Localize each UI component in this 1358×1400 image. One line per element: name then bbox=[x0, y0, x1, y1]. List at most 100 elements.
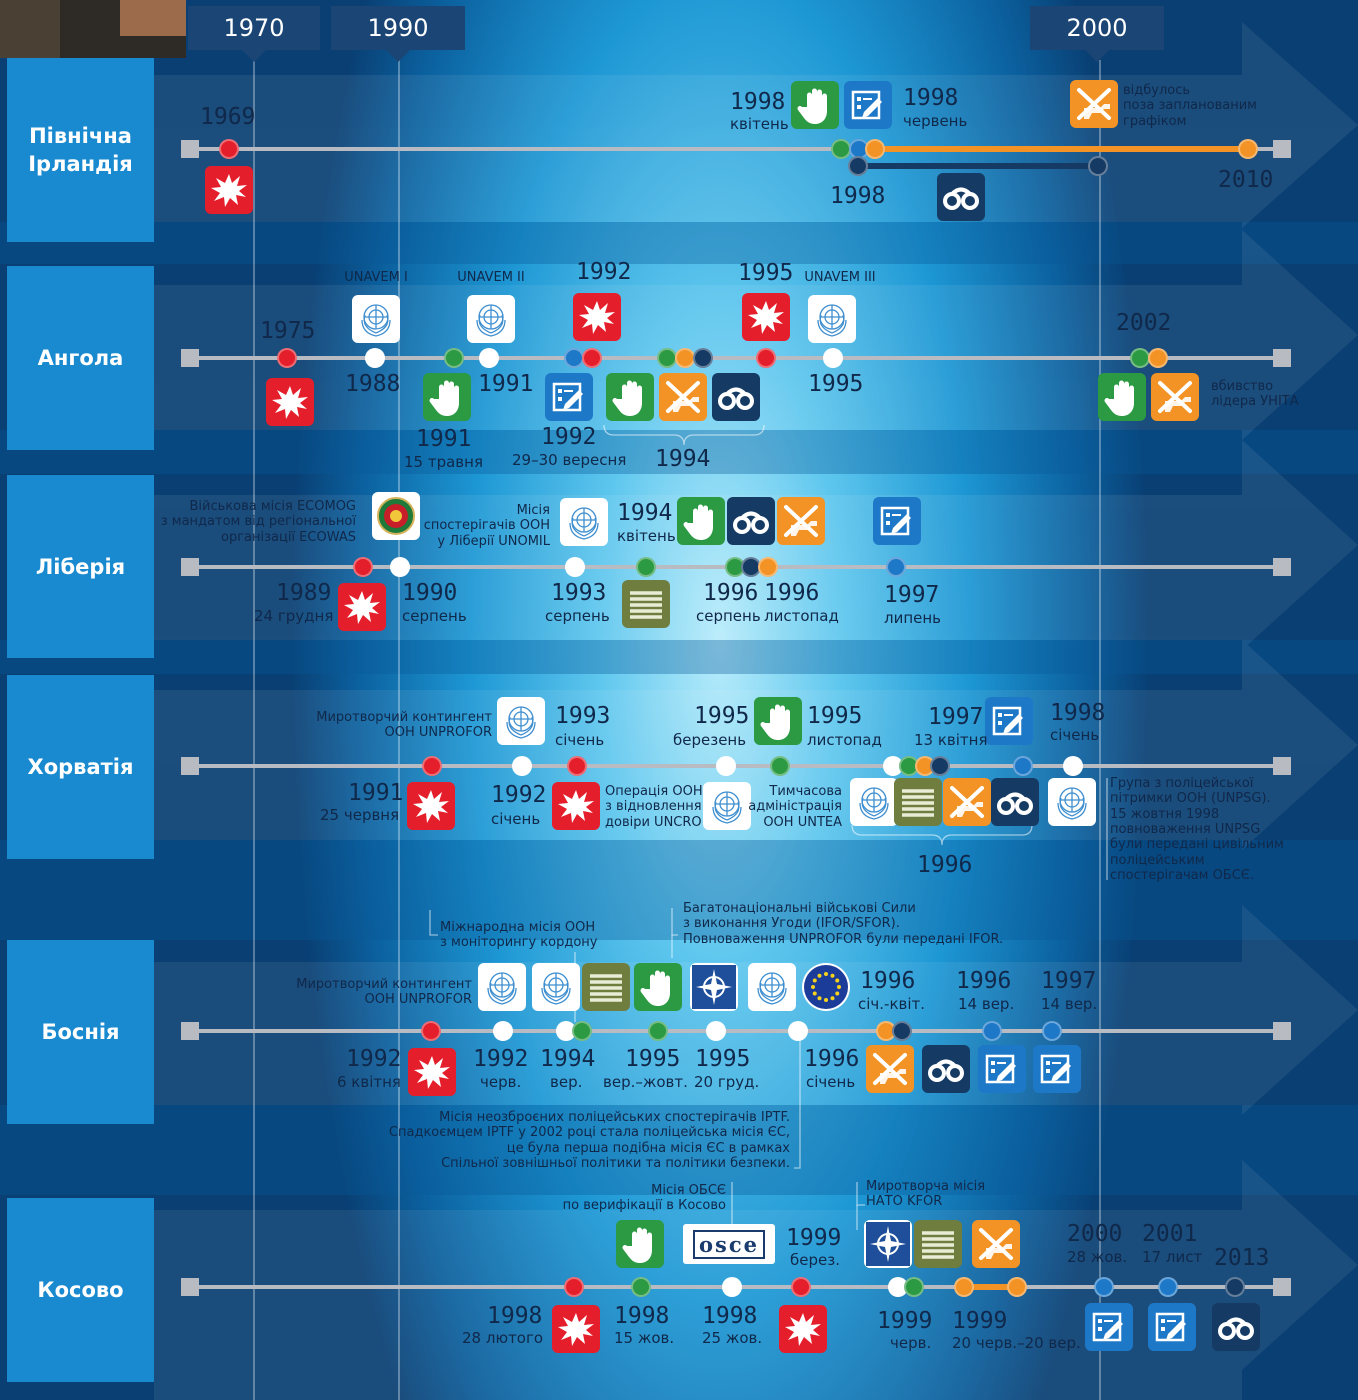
hand-icon bbox=[616, 1220, 664, 1268]
year-label: 1998 bbox=[614, 1303, 670, 1329]
event-dot bbox=[390, 557, 410, 577]
nato-emblem-icon bbox=[690, 963, 738, 1011]
timeline-start-cap bbox=[181, 1022, 199, 1040]
year-label: 1996 bbox=[804, 1046, 860, 1072]
signed-document-icon bbox=[985, 697, 1033, 745]
hand-icon bbox=[1098, 373, 1146, 421]
explosion-icon bbox=[573, 293, 621, 341]
year-label: 1992 bbox=[491, 782, 547, 808]
handcuffs-icon bbox=[991, 778, 1039, 826]
explosion-icon bbox=[205, 166, 253, 214]
timeline-start-cap bbox=[181, 558, 199, 576]
country-label-bosnia: Боснія bbox=[7, 940, 154, 1124]
date-label: січ.-квіт. bbox=[858, 995, 926, 1013]
osce-logo-text: osce bbox=[693, 1229, 765, 1259]
event-dot bbox=[572, 1021, 592, 1041]
hand-icon bbox=[634, 963, 682, 1011]
event-dot bbox=[512, 756, 532, 776]
year-label: 1996 bbox=[956, 968, 1012, 994]
date-label: 28 лютого bbox=[462, 1329, 544, 1347]
handcuffs-icon bbox=[727, 497, 775, 545]
timeline-year: 1970 bbox=[223, 14, 285, 42]
year-label: 2013 bbox=[1214, 1245, 1270, 1271]
year-label: 1995 bbox=[808, 371, 864, 397]
explosion-icon bbox=[779, 1305, 827, 1353]
event-dot bbox=[277, 348, 297, 368]
event-dot bbox=[954, 1277, 974, 1297]
hand-icon bbox=[791, 81, 839, 129]
handcuffs-icon bbox=[712, 373, 760, 421]
date-label: 29–30 вересня bbox=[512, 451, 627, 469]
hand-icon bbox=[606, 373, 654, 421]
date-label: серпень bbox=[696, 607, 761, 625]
date-label: 15 травня bbox=[404, 453, 483, 471]
period-bar bbox=[964, 1284, 1017, 1290]
event-dot bbox=[444, 348, 464, 368]
year-label: 1993 bbox=[555, 703, 611, 729]
event-dot bbox=[1148, 348, 1168, 368]
year-label: 1997 bbox=[884, 582, 940, 608]
crossed-rifle-icon bbox=[777, 497, 825, 545]
year-label: 1999 bbox=[952, 1308, 1008, 1334]
year-label: 1997 bbox=[928, 704, 984, 730]
year-label: 1999 bbox=[786, 1225, 842, 1251]
year-label: 1995 bbox=[695, 1046, 751, 1072]
event-dot bbox=[706, 1021, 726, 1041]
date-label: 28 жов. bbox=[1067, 1248, 1128, 1266]
event-dot bbox=[353, 557, 373, 577]
date-label: червень bbox=[903, 112, 968, 130]
year-label: 1996 bbox=[917, 852, 973, 878]
year-label: 1995 bbox=[807, 703, 863, 729]
explosion-icon bbox=[408, 1048, 456, 1096]
year-label: 1998 bbox=[903, 85, 959, 111]
signed-document-icon bbox=[1148, 1303, 1196, 1351]
signed-document-icon bbox=[873, 497, 921, 545]
event-dot bbox=[1013, 756, 1033, 776]
year-label: 1994 bbox=[617, 500, 673, 526]
un-emblem-icon bbox=[560, 498, 608, 546]
hand-icon bbox=[754, 697, 802, 745]
date-label: 20 груд. bbox=[694, 1073, 760, 1091]
date-label: черв. bbox=[890, 1334, 932, 1352]
timeline-start-cap bbox=[181, 757, 199, 775]
year-label: 1998 bbox=[730, 89, 786, 115]
signed-document-icon bbox=[545, 373, 593, 421]
year-label: 1992 bbox=[346, 1046, 402, 1072]
year-label: 2000 bbox=[1067, 1221, 1123, 1247]
crossed-rifle-icon bbox=[866, 1045, 914, 1093]
event-dot bbox=[1158, 1277, 1178, 1297]
un-emblem-icon bbox=[703, 782, 751, 830]
year-label: 1996 bbox=[764, 580, 820, 606]
event-dot bbox=[1130, 348, 1150, 368]
year-label: 1991 bbox=[416, 426, 472, 452]
mission-label: UNAVEM III bbox=[804, 270, 876, 285]
year-label: 1991 bbox=[478, 371, 534, 397]
mission-label: UNAVEM I bbox=[344, 270, 408, 285]
date-label: серпень bbox=[402, 607, 467, 625]
event-dot bbox=[722, 1277, 742, 1297]
timeline-end-cap bbox=[1273, 349, 1291, 367]
event-dot bbox=[219, 139, 239, 159]
date-label: вер. bbox=[550, 1073, 583, 1091]
explosion-icon bbox=[407, 782, 455, 830]
date-label: січень bbox=[555, 731, 605, 749]
timeline-tab-2000: 2000 bbox=[1030, 6, 1164, 62]
year-label: 1996 bbox=[860, 968, 916, 994]
date-label: 6 квітня bbox=[337, 1073, 401, 1091]
year-label: 1998 bbox=[1050, 700, 1106, 726]
event-dot bbox=[1094, 1277, 1114, 1297]
date-label: 17 лист bbox=[1142, 1248, 1203, 1266]
year-label: 2010 bbox=[1218, 167, 1274, 193]
crossed-rifle-icon bbox=[1151, 373, 1199, 421]
event-dot bbox=[758, 557, 778, 577]
timeline-start-cap bbox=[181, 140, 199, 158]
un-emblem-icon bbox=[850, 778, 898, 826]
event-dot bbox=[631, 1277, 651, 1297]
event-dot bbox=[582, 348, 602, 368]
explosion-icon bbox=[552, 782, 600, 830]
event-dot bbox=[565, 557, 585, 577]
date-label: 15 жов. bbox=[614, 1329, 675, 1347]
timeline-axis bbox=[190, 1029, 1280, 1033]
year-label: 1989 bbox=[276, 580, 332, 606]
event-dot bbox=[564, 348, 584, 368]
